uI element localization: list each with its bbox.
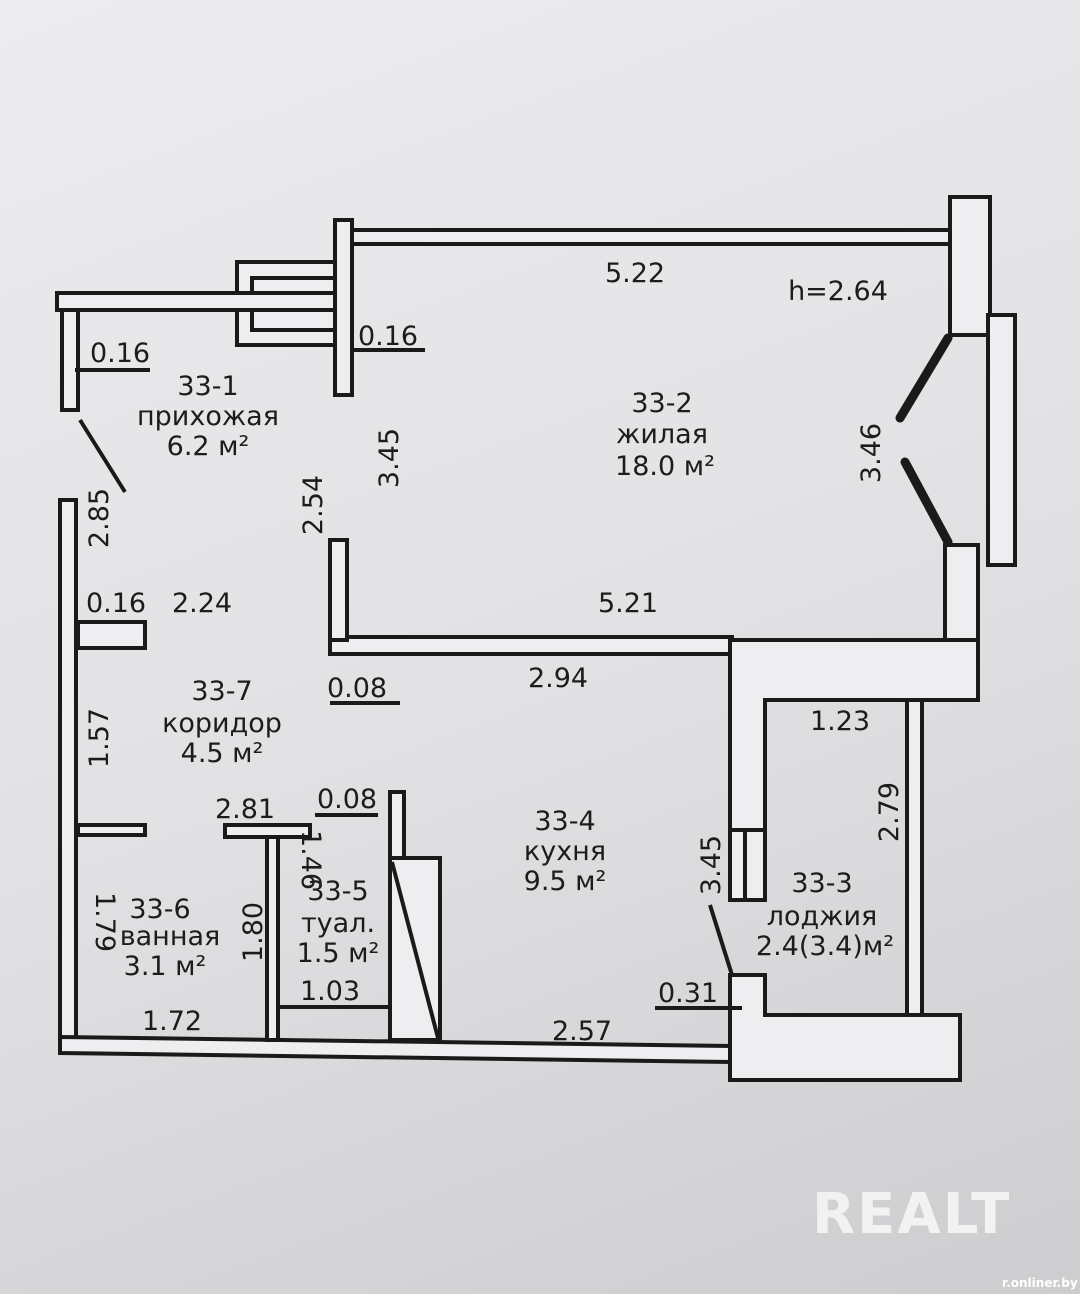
wall-corridor-partition — [76, 620, 147, 650]
dimension: 1.57 — [84, 708, 115, 768]
room-id: 33-7 — [191, 676, 252, 707]
wall-hall-top — [55, 291, 337, 312]
door-swing — [78, 418, 127, 494]
dimension: 2.24 — [172, 588, 232, 619]
room-name: туал. — [301, 908, 375, 939]
dimension: 0.16 — [90, 338, 150, 369]
window-line-lower — [900, 457, 953, 547]
room-labels: 33-1 прихожая 6.2 м² 33-2 жилая 18.0 м² … — [120, 276, 894, 982]
dimensions: 5.22 0.16 0.16 3.45 2.54 3.46 2.85 0.16 … — [84, 258, 905, 1047]
room-name: коридор — [162, 708, 282, 739]
leader — [708, 904, 734, 976]
room-name: жилая — [616, 419, 708, 450]
duct-diagonal — [390, 861, 440, 1039]
dimension: 2.57 — [552, 1016, 612, 1047]
dimension: 5.22 — [605, 258, 665, 289]
room-id: 33-6 — [129, 894, 190, 925]
wall-loggia-right — [905, 698, 924, 1017]
dimension: 1.79 — [89, 892, 120, 952]
dimension: 5.21 — [598, 588, 658, 619]
room-name: прихожая — [137, 401, 279, 432]
walls — [55, 195, 1017, 1082]
dimension: 0.08 — [327, 673, 387, 704]
dimension: 2.54 — [298, 475, 329, 535]
wall-loggia-door — [728, 828, 767, 902]
room-id: 33-5 — [307, 876, 368, 907]
dimension: 3.45 — [374, 428, 405, 488]
dimension: 0.16 — [86, 588, 146, 619]
dimension: 0.08 — [317, 784, 377, 815]
room-area: 4.5 м² — [181, 738, 264, 769]
dimension: 3.45 — [696, 835, 727, 895]
room-id: 33-4 — [534, 806, 595, 837]
wall-right-lower — [943, 543, 980, 642]
wall-living-kitchen — [328, 635, 734, 656]
room-name: лоджия — [767, 901, 878, 932]
room-name: кухня — [524, 836, 606, 867]
wall-living-stub — [328, 538, 349, 642]
dimension: 1.03 — [300, 976, 360, 1007]
dimension: 2.94 — [528, 663, 588, 694]
dimension: 0.31 — [658, 978, 718, 1009]
room-name: ванная — [120, 921, 221, 952]
dimension: 2.79 — [874, 782, 905, 842]
wall-living-top — [350, 228, 954, 246]
room-id: 33-1 — [177, 371, 238, 402]
room-area: 3.1 м² — [124, 951, 207, 982]
window-line-upper — [895, 333, 953, 423]
room-area: 9.5 м² — [524, 866, 607, 897]
dimension: 1.72 — [142, 1006, 202, 1037]
dimension: 0.16 — [358, 321, 418, 352]
wall-kitchen-stub — [388, 790, 406, 860]
wall-column — [333, 218, 354, 397]
window-frame — [986, 313, 1017, 567]
dimension: 3.46 — [856, 423, 887, 483]
dimension: 1.23 — [810, 706, 870, 737]
wall-hall-stub — [60, 308, 80, 412]
room-id: 33-2 — [631, 388, 692, 419]
realt-logo: REALT — [812, 1182, 1011, 1247]
dimension: 1.80 — [238, 902, 269, 962]
room-area: 6.2 м² — [167, 431, 250, 462]
dimension: 2.81 — [215, 794, 275, 825]
dimension: 1.46 — [295, 830, 326, 890]
watermark: REALT r.onliner.by — [812, 1182, 1078, 1290]
room-id: 33-3 — [791, 868, 852, 899]
dimension: 2.85 — [84, 488, 115, 548]
room-area: 2.4(3.4)м² — [756, 931, 894, 962]
source-label: r.onliner.by — [1002, 1276, 1078, 1290]
wall-loggia-bottom — [728, 973, 962, 1082]
wall-bath-toilet — [265, 835, 280, 1042]
wall-bath-partition — [76, 823, 147, 837]
room-area: 18.0 м² — [615, 451, 715, 482]
wall-left-outer — [58, 498, 78, 1047]
room-area: 1.5 м² — [297, 938, 380, 969]
ceiling-height: h=2.64 — [788, 276, 888, 307]
wall-right-upper — [948, 195, 992, 337]
